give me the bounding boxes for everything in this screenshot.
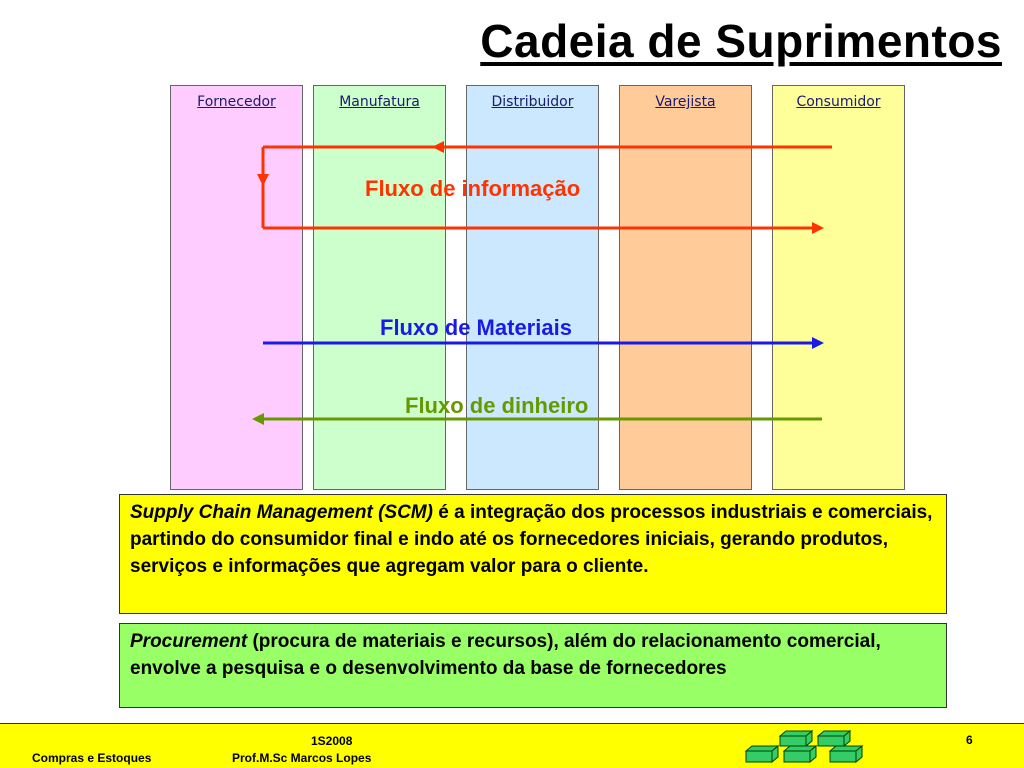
- information-flow-label: Fluxo de informação: [365, 176, 581, 201]
- money-flow-label: Fluxo de dinheiro: [405, 393, 589, 418]
- column-label-fornecedor: Fornecedor: [197, 94, 276, 110]
- footer-semester: 1S2008: [311, 734, 353, 748]
- column-label-varejista: Varejista: [655, 94, 716, 110]
- materials-arrowhead: [812, 337, 824, 349]
- scm-text: é a integração dos processos industriais…: [130, 502, 933, 577]
- column-manufatura: Manufatura: [313, 85, 446, 490]
- materials-flow-label: Fluxo de Materiais: [380, 315, 572, 340]
- procurement-definition-box: Procurement (procura de materiais e recu…: [119, 623, 947, 708]
- page-title: Cadeia de Suprimentos: [480, 15, 1002, 67]
- column-label-consumidor: Consumidor: [796, 94, 881, 110]
- footer-professor: Prof.M.Sc Marcos Lopes: [232, 751, 372, 765]
- materials-flow-arrow: [263, 337, 824, 349]
- info-arrowhead-down: [257, 174, 269, 186]
- information-flow-arrows: [257, 141, 832, 234]
- column-varejista: Varejista: [619, 85, 752, 490]
- stacked-blocks-icon: [744, 730, 864, 764]
- scm-term: Supply Chain Management (SCM): [130, 502, 433, 523]
- scm-definition-box: Supply Chain Management (SCM) é a integr…: [119, 494, 947, 614]
- footer-page-number: 6: [966, 733, 973, 747]
- info-arrowhead-top: [432, 141, 444, 153]
- money-flow-arrow: [252, 413, 822, 425]
- column-label-distribuidor: Distribuidor: [491, 94, 574, 110]
- footer-course: Compras e Estoques: [32, 751, 152, 765]
- footer-bar: Compras e Estoques 1S2008 Prof.M.Sc Marc…: [0, 723, 1024, 768]
- column-consumidor: Consumidor: [772, 85, 905, 490]
- column-fornecedor: Fornecedor: [170, 85, 303, 490]
- money-arrowhead: [252, 413, 264, 425]
- column-label-manufatura: Manufatura: [339, 94, 420, 110]
- procurement-text: (procura de materiais e recursos), além …: [130, 631, 881, 679]
- info-arrowhead-bottom: [812, 222, 824, 234]
- procurement-term: Procurement: [130, 631, 248, 652]
- column-distribuidor: Distribuidor: [466, 85, 599, 490]
